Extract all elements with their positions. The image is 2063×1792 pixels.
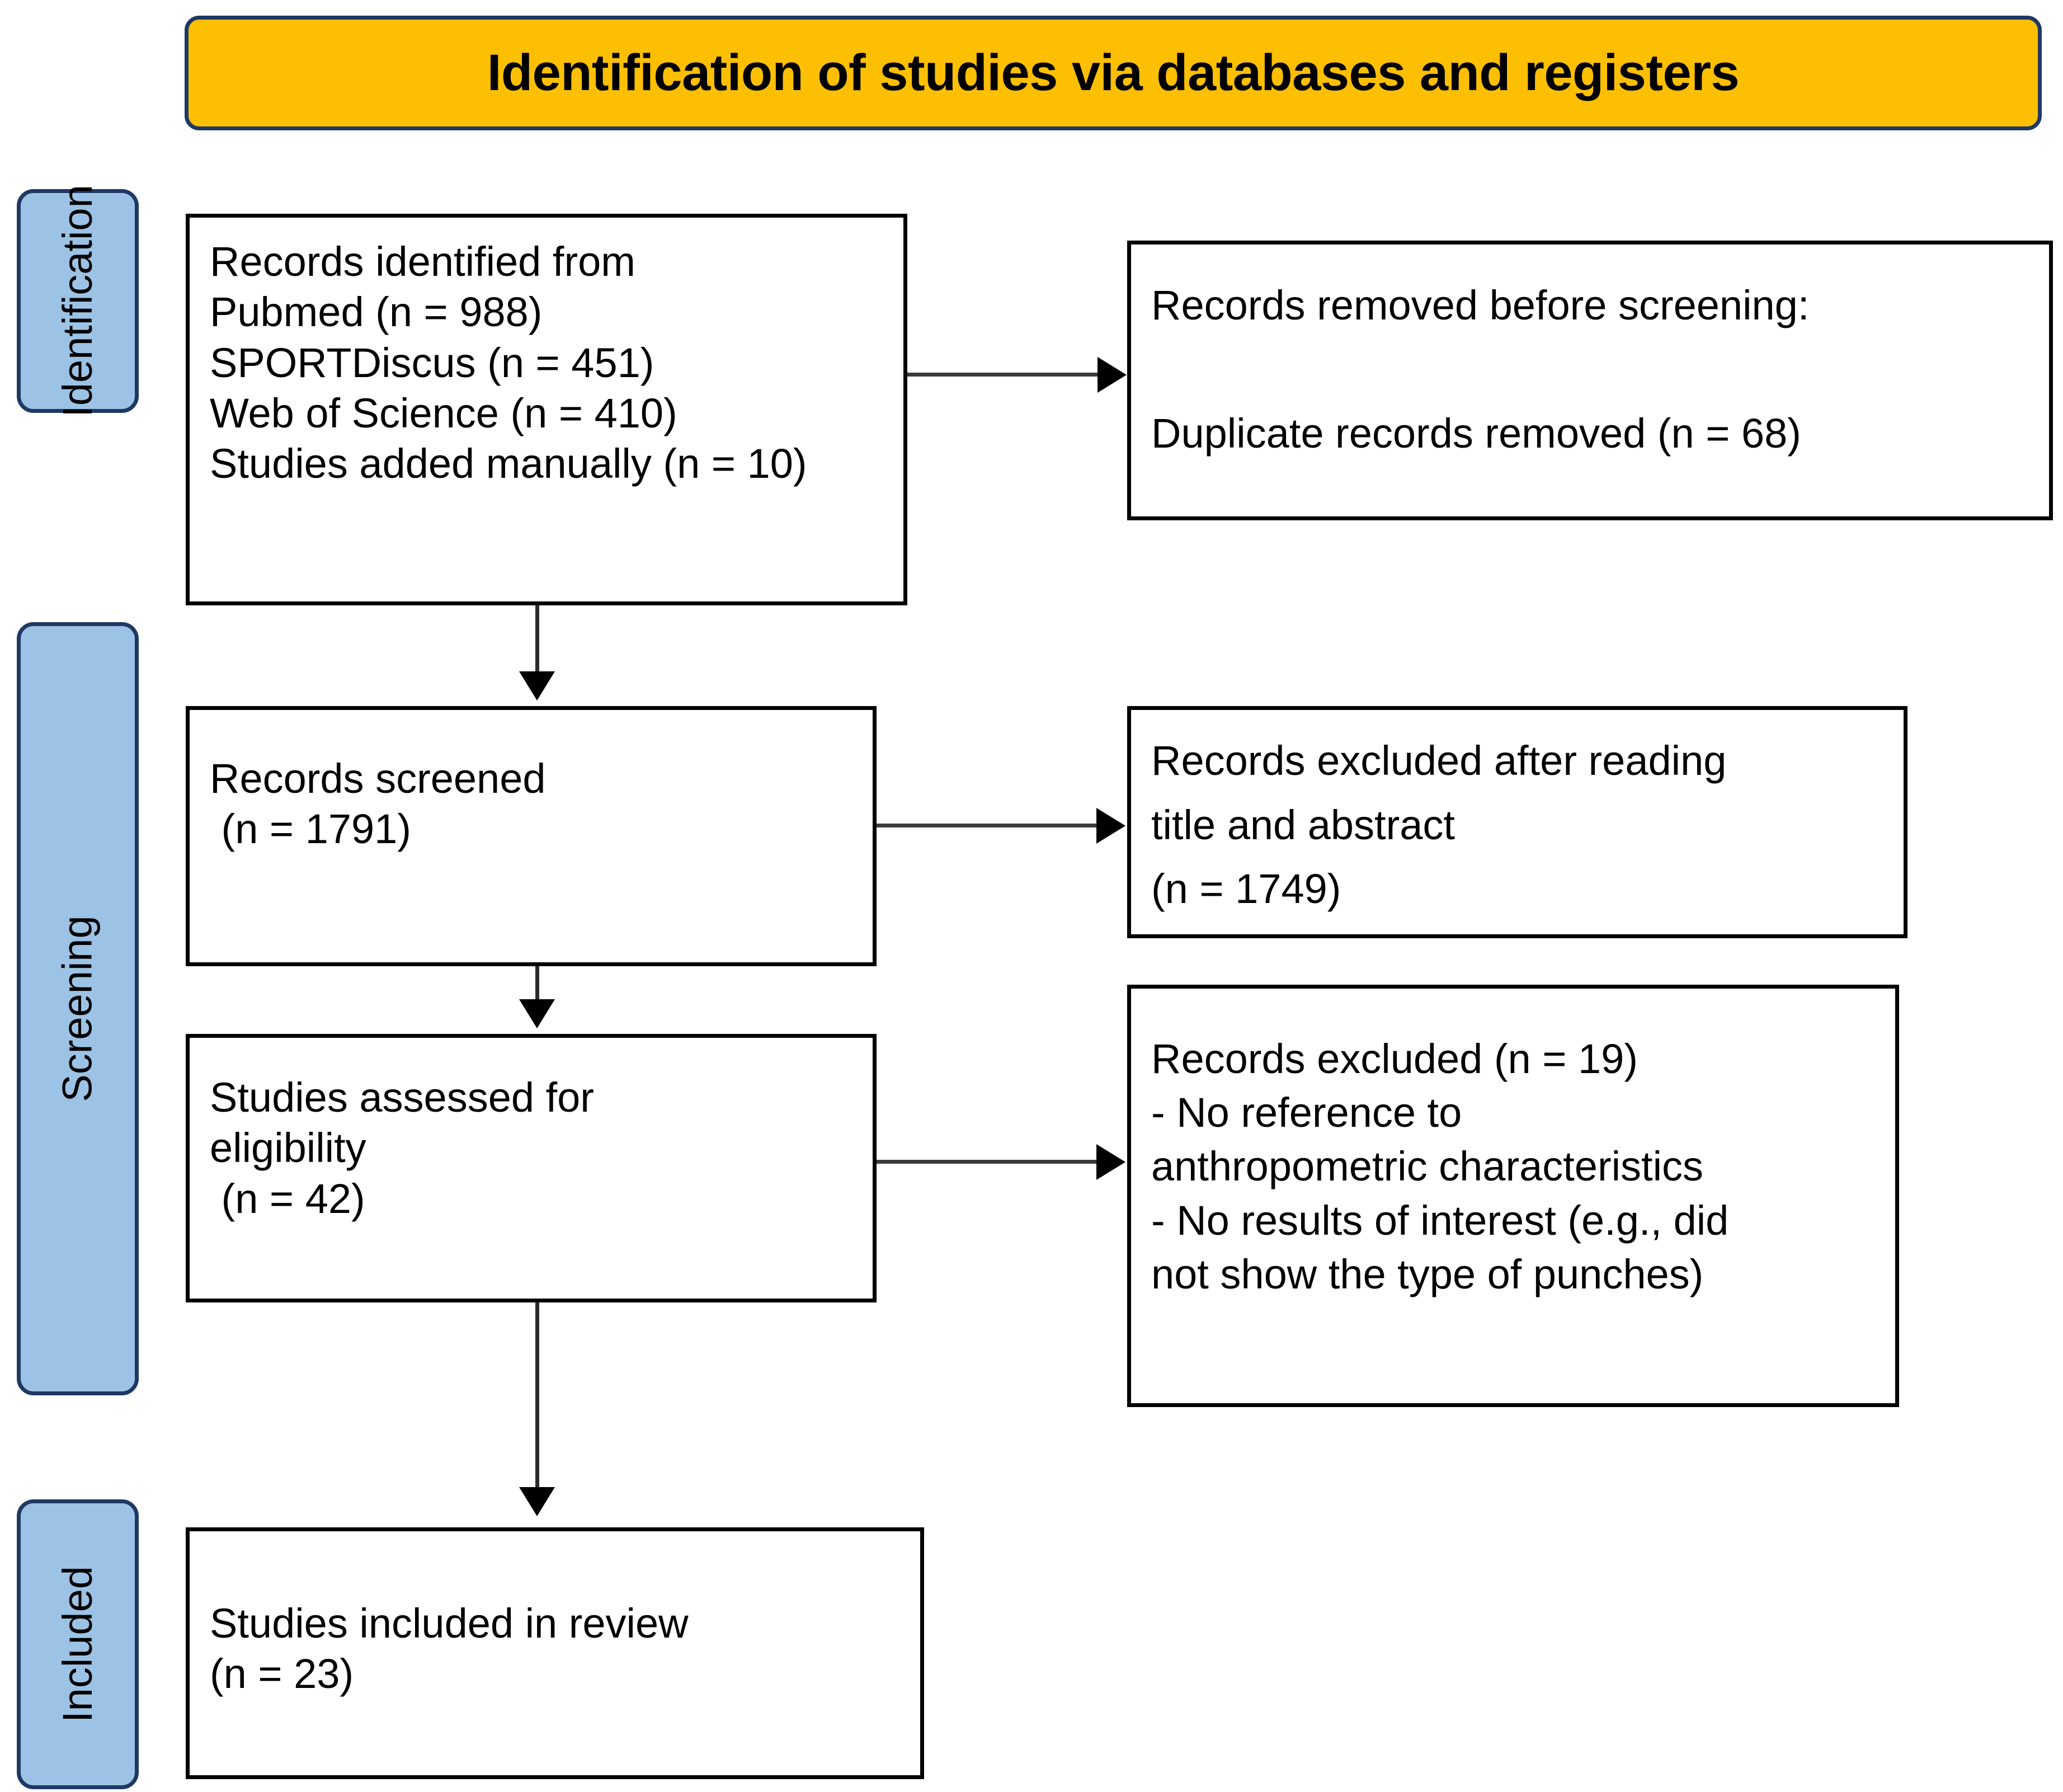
box-studies-assessed-eligibility-line-2: eligibility	[210, 1125, 366, 1172]
stage-label-screening-text: Screening	[54, 915, 101, 1102]
box-records-removed-spacer	[1151, 338, 2029, 402]
stage-label-included: Included	[17, 1499, 139, 1789]
box-studies-assessed-eligibility-line-1: Studies assessed for	[210, 1074, 594, 1121]
box-records-identified-line-2: Pubmed (n = 988)	[210, 289, 543, 336]
connector-identified-to-removed-line	[907, 373, 1102, 377]
box-records-excluded-title-abstract: Records excluded after reading title and…	[1127, 706, 1907, 938]
box-records-excluded-fulltext-line-4: - No results of interest (e.g., did	[1151, 1197, 1729, 1244]
box-records-identified-line-4: Web of Science (n = 410)	[210, 389, 677, 436]
connector-eligibility-to-included-arrow-icon	[519, 1487, 555, 1516]
box-records-excluded-fulltext: Records excluded (n = 19) - No reference…	[1127, 985, 1899, 1407]
connector-eligibility-to-excluded-arrow-icon	[1096, 1144, 1125, 1180]
connector-screened-to-eligibility-arrow-icon	[519, 999, 555, 1028]
stage-label-identification: Identification	[17, 185, 139, 417]
box-records-removed-line-2: Duplicate records removed (n = 68)	[1151, 410, 1801, 457]
box-records-identified-line-5: Studies added manually (n = 10)	[210, 440, 807, 487]
box-records-removed: Records removed before screening: Duplic…	[1127, 241, 2053, 520]
connector-identified-to-removed-arrow-icon	[1098, 357, 1127, 393]
connector-identified-to-screened-line	[535, 605, 539, 677]
stage-label-included-text: Included	[54, 1566, 101, 1723]
connector-screened-to-excluded-arrow-icon	[1096, 808, 1125, 844]
stage-label-screening: Screening	[17, 622, 139, 1395]
box-records-excluded-fulltext-line-2: - No reference to	[1151, 1089, 1462, 1136]
connector-eligibility-to-excluded-line	[877, 1160, 1100, 1164]
connector-eligibility-to-included-line	[535, 1302, 539, 1493]
box-studies-included: Studies included in review (n = 23)	[186, 1527, 924, 1779]
box-records-identified-line-1: Records identified from	[210, 238, 635, 285]
box-records-screened: Records screened (n = 1791)	[186, 706, 877, 966]
box-records-screened-line-1: Records screened	[210, 755, 546, 802]
box-records-identified-line-3: SPORTDiscus (n = 451)	[210, 339, 654, 386]
stage-label-identification-text: Identification	[54, 185, 101, 417]
box-records-excluded-title-abstract-line-1: Records excluded after reading	[1151, 737, 1727, 784]
box-studies-included-line-1: Studies included in review	[210, 1600, 689, 1647]
box-records-identified: Records identified from Pubmed (n = 988)…	[186, 214, 907, 605]
page-title: Identification of studies via databases …	[487, 44, 1740, 101]
box-studies-assessed-eligibility-line-3: (n = 42)	[210, 1175, 365, 1222]
box-records-excluded-title-abstract-line-2: title and abstract	[1151, 801, 1455, 848]
box-records-excluded-fulltext-line-3: anthropometric characteristics	[1151, 1143, 1704, 1190]
box-studies-included-line-2: (n = 23)	[210, 1650, 354, 1697]
box-records-excluded-fulltext-line-1: Records excluded (n = 19)	[1151, 1036, 1638, 1082]
connector-identified-to-screened-arrow-icon	[519, 671, 555, 700]
connector-screened-to-eligibility-line	[535, 966, 539, 1004]
box-studies-assessed-eligibility: Studies assessed for eligibility (n = 42…	[186, 1034, 877, 1302]
diagram-header-banner: Identification of studies via databases …	[185, 16, 2042, 130]
box-records-excluded-title-abstract-line-3: (n = 1749)	[1151, 866, 1341, 913]
box-records-removed-line-1: Records removed before screening:	[1151, 282, 1810, 328]
box-records-excluded-fulltext-line-5: not show the type of punches)	[1151, 1250, 1704, 1297]
box-records-screened-line-2: (n = 1791)	[210, 806, 411, 853]
connector-screened-to-excluded-line	[877, 824, 1100, 827]
